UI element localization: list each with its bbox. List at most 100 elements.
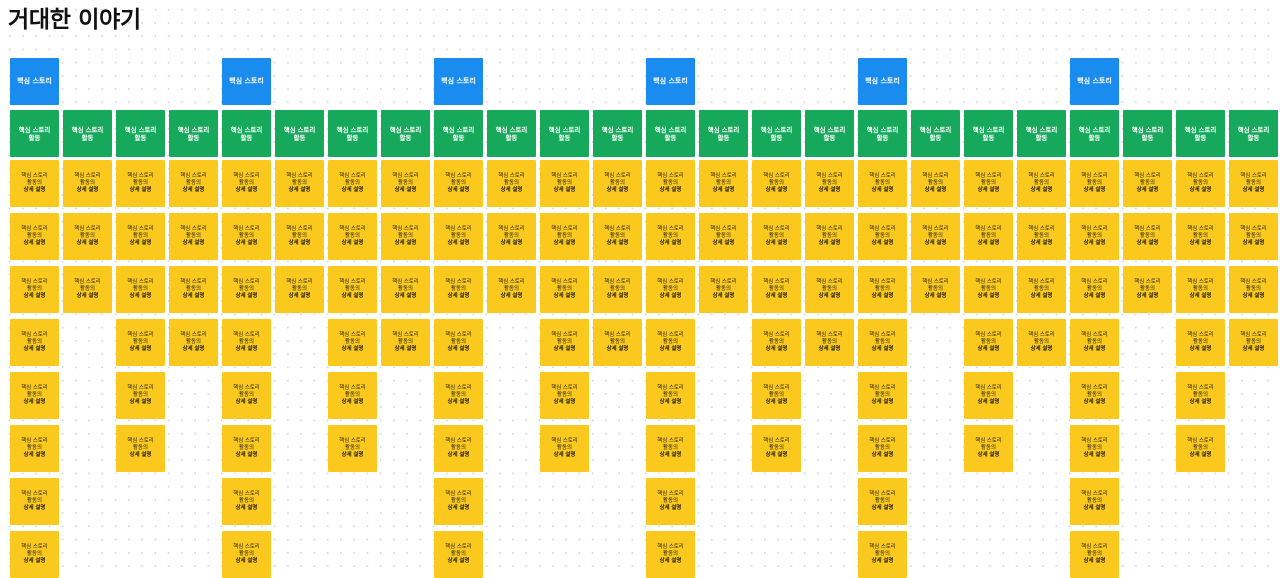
activity-card[interactable]: 핵심 스토리 활동 [964,110,1013,157]
activity-card[interactable]: 핵심 스토리 활동 [699,110,748,157]
activity-card[interactable]: 핵심 스토리 활동 [328,110,377,157]
activity-card[interactable]: 핵심 스토리 활동 [1123,110,1172,157]
activity-card[interactable]: 핵심 스토리 활동 [540,110,589,157]
activity-card[interactable]: 핵심 스토리 활동 [169,110,218,157]
activity-card[interactable]: 핵심 스토리 활동 [63,110,112,157]
epic-card[interactable]: 핵심 스토리 [858,58,907,105]
activity-card[interactable]: 핵심 스토리 활동 [116,110,165,157]
epic-card[interactable]: 핵심 스토리 [10,58,59,105]
activity-card[interactable]: 핵심 스토리 활동 [911,110,960,157]
activity-card[interactable]: 핵심 스토리 활동 [1229,110,1278,157]
activity-card[interactable]: 핵심 스토리 활동 [1176,110,1225,157]
activity-card[interactable]: 핵심 스토리 활동 [10,110,59,157]
activity-card[interactable]: 핵심 스토리 활동 [1070,110,1119,157]
activity-card[interactable]: 핵심 스토리 활동 [1017,110,1066,157]
activity-card[interactable]: 핵심 스토리 활동 [381,110,430,157]
epic-card[interactable]: 핵심 스토리 [1070,58,1119,105]
